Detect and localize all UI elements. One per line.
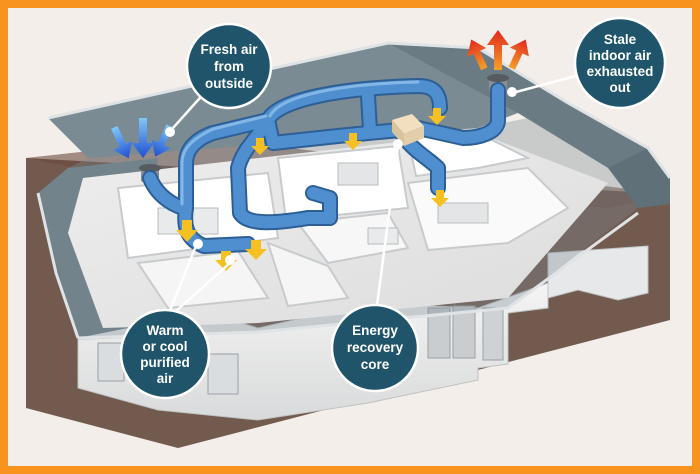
diagram-canvas: Fresh air from outside Stale indoor air …: [8, 8, 692, 466]
callout-fresh-air-line-1: Fresh air: [200, 42, 258, 57]
callout-fresh-air: Fresh air from outside: [185, 22, 273, 110]
callout-supply-air-line-3: purified: [140, 355, 190, 370]
exhaust-arrows-up-icon: [467, 30, 529, 71]
callout-supply-air-line-2: or cool: [142, 339, 187, 354]
callout-stale-air-line-1: Stale: [604, 32, 637, 47]
callout-recovery-core: Energy recovery core: [330, 303, 420, 393]
callout-stale-air-line-4: out: [610, 80, 631, 95]
energy-recovery-unit: [392, 114, 424, 146]
callout-fresh-air-line-2: from: [214, 59, 244, 74]
callout-stale-air-line-2: indoor air: [589, 48, 652, 63]
callout-fresh-air-line-3: outside: [205, 76, 253, 91]
callout-stale-air: Stale indoor air exhausted out: [573, 16, 667, 110]
callout-supply-air-line-4: air: [157, 371, 174, 386]
interior-rooms: [68, 131, 608, 328]
callout-recovery-core-line-2: recovery: [347, 340, 404, 355]
callout-recovery-core-line-1: Energy: [352, 323, 398, 338]
callout-recovery-core-line-3: core: [361, 357, 390, 372]
ductwork: [142, 78, 506, 254]
callout-stale-air-line-3: exhausted: [587, 64, 654, 79]
callout-supply-air-line-1: Warm: [146, 323, 183, 338]
callout-leader-dots: [165, 87, 517, 265]
house-ventilation-diagram: Fresh air from outside Stale indoor air …: [26, 16, 672, 448]
callout-supply-air: Warm or cool purified air: [119, 308, 211, 400]
